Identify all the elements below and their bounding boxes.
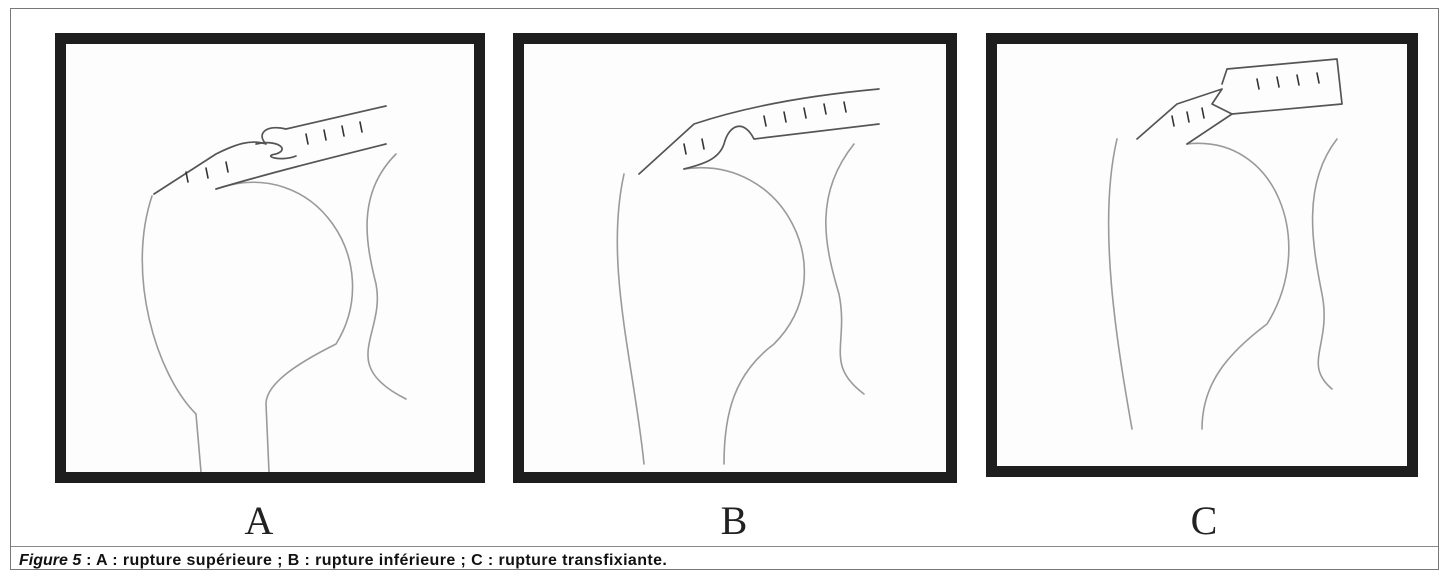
shoulder-drawing-superior-tear <box>66 44 474 472</box>
caption-divider <box>11 546 1438 547</box>
panel-a-label: A <box>229 497 289 544</box>
figure-frame: A B C Figure 5 : A <box>10 8 1439 570</box>
shoulder-drawing-transfixing-tear <box>997 44 1407 466</box>
caption-text: : A : rupture supérieure ; B : rupture i… <box>81 552 667 569</box>
figure-reference: Figure 5 <box>19 552 81 569</box>
panel-b-label: B <box>704 497 764 544</box>
panel-c-illustration <box>986 33 1418 477</box>
panel-b-illustration <box>513 33 957 483</box>
panel-a-illustration <box>55 33 485 483</box>
shoulder-drawing-inferior-tear <box>524 44 946 472</box>
panel-c-label: C <box>1174 497 1234 544</box>
figure-caption: Figure 5 : A : rupture supérieure ; B : … <box>19 552 667 570</box>
